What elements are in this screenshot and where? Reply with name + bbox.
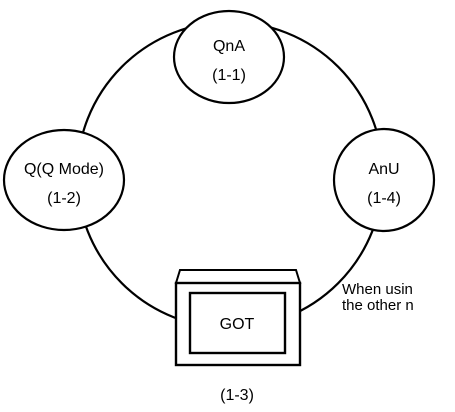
station-got: GOT (1-3) (174, 269, 302, 404)
station-anu-code: (1-4) (367, 190, 401, 207)
side-note-line-1: When usin (342, 281, 413, 298)
station-qna-label: QnA (213, 38, 245, 55)
station-qna-code: (1-1) (212, 67, 246, 84)
got-terminal-icon (174, 269, 302, 367)
station-qmode-label: Q(Q Mode) (24, 161, 104, 178)
station-anu-label: AnU (368, 161, 399, 178)
station-qna: QnA (1-1) (172, 9, 286, 105)
station-anu-ellipse (332, 127, 436, 233)
side-note-line-2: the other n (342, 297, 414, 314)
station-qmode-ellipse (2, 128, 126, 232)
station-anu: AnU (1-4) (332, 127, 436, 233)
station-got-label: GOT (220, 316, 255, 333)
station-got-code: (1-3) (220, 387, 254, 404)
station-qmode-code: (1-2) (47, 190, 81, 207)
station-qmode: Q(Q Mode) (1-2) (2, 128, 126, 232)
side-note: When usin the other n (342, 281, 414, 314)
station-qna-ellipse (172, 9, 286, 105)
